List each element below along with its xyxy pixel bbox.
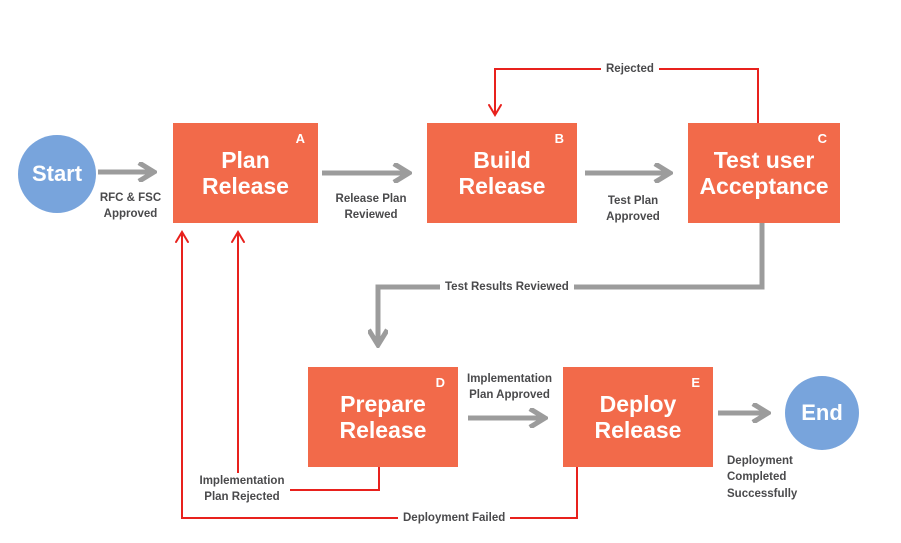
start-node-label: Start [31, 161, 83, 186]
node-letter-a: A [295, 131, 305, 146]
node-prepare-release-label: Prepare Release [339, 390, 427, 443]
edge-label-rfc-fsc-approved: RFC & FSC Approved [99, 192, 162, 221]
node-deploy-release-label: Deploy Release [594, 390, 682, 443]
edge-test-build-rejected-arrow [488, 68, 759, 123]
node-letter-c: C [817, 131, 827, 146]
node-build-release-label: Build Release [458, 146, 546, 199]
node-build-release: B Build Release [427, 123, 577, 223]
node-test-user-acceptance-label: Test user Acceptance [699, 146, 829, 199]
start-node: Start [18, 135, 96, 213]
edge-label-implementation-plan-approved: Implementation Plan Approved [467, 373, 552, 402]
end-node: End [785, 376, 859, 450]
edge-label-deployment-failed: Deployment Failed [398, 510, 511, 526]
edge-label-deployment-completed-successfully: Deployment Completed Successfully [727, 455, 798, 500]
node-letter-b: B [554, 131, 564, 146]
node-plan-release-label: Plan Release [202, 146, 289, 199]
node-prepare-release: D Prepare Release [308, 367, 458, 467]
edge-label-implementation-plan-rejected: Implementation Plan Rejected [194, 473, 290, 506]
node-plan-release: A Plan Release [173, 123, 318, 223]
node-deploy-release: E Deploy Release [563, 367, 713, 467]
node-letter-d: D [435, 375, 445, 390]
edge-prepare-plan-rejected-arrow [231, 230, 380, 491]
edge-deploy-plan-failed-arrow [175, 230, 578, 519]
end-node-label: End [801, 400, 843, 425]
node-test-user-acceptance: C Test user Acceptance [688, 123, 840, 223]
edge-label-release-plan-reviewed: Release Plan Reviewed [335, 193, 407, 222]
edge-label-rejected: Rejected [601, 61, 659, 77]
edge-label-test-plan-approved: Test Plan Approved [606, 195, 660, 224]
edge-label-test-results-reviewed: Test Results Reviewed [440, 279, 574, 295]
node-letter-e: E [691, 375, 700, 390]
